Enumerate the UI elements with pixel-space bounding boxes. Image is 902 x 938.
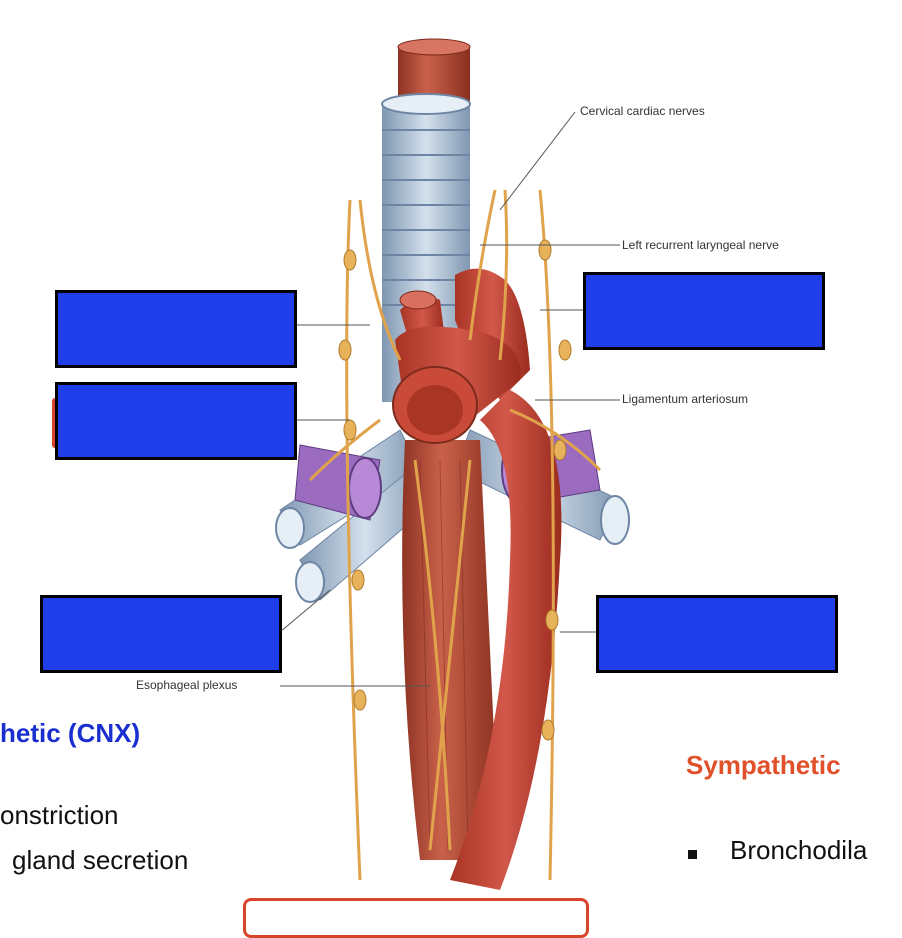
illustration	[275, 38, 630, 890]
label-ligamentum-arteriosum: Ligamentum arteriosum	[622, 392, 749, 406]
masked-label-box-4[interactable]	[40, 595, 282, 673]
aortic-arch	[392, 268, 530, 444]
leader-lines	[279, 111, 620, 687]
label-esophageal-plexus: Esophageal plexus	[136, 678, 238, 692]
masked-label-box-3[interactable]	[583, 272, 825, 350]
parasympathetic-line-1: onstriction	[0, 800, 119, 830]
parasympathetic-heading: hetic (CNX)	[0, 718, 141, 748]
masked-label-box-1[interactable]	[55, 290, 297, 368]
anatomy-diagram: Cervical cardiac nerves Left recurrent l…	[0, 38, 868, 938]
masked-label-box-2[interactable]	[55, 382, 297, 460]
esophagus-top	[397, 38, 471, 56]
parasympathetic-line-2: gland secretion	[12, 845, 189, 875]
sympathetic-heading: Sympathetic	[686, 750, 841, 780]
descending-aorta	[450, 390, 562, 890]
masked-label-box-5[interactable]	[596, 595, 838, 673]
sympathetic-bullet: Bronchodila	[730, 835, 868, 865]
trachea-top	[381, 93, 471, 115]
label-cervical-cardiac-nerves: Cervical cardiac nerves	[580, 104, 705, 118]
bullet-square	[688, 850, 697, 859]
label-left-recurrent-laryngeal-nerve: Left recurrent laryngeal nerve	[622, 238, 779, 252]
bottom-red-frame	[243, 898, 589, 938]
